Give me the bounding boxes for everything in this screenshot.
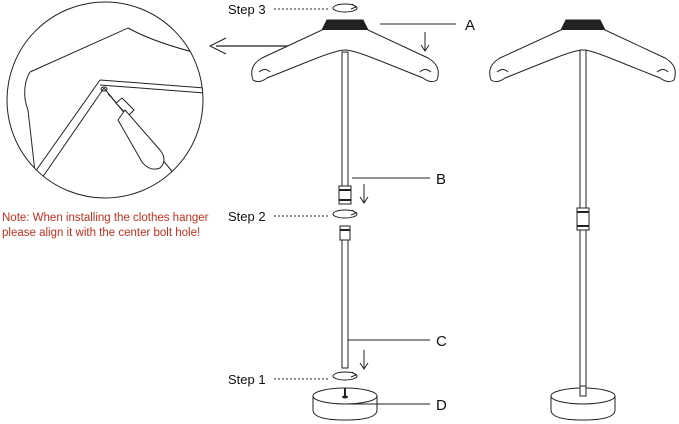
rotate-arrow-icon: [332, 3, 358, 13]
upper-pole: [341, 51, 349, 187]
hanger-part-a: [251, 19, 439, 83]
down-arrow-icon: [420, 32, 430, 52]
assembled-view: [489, 19, 676, 421]
step-1-label: Step 1: [228, 372, 266, 387]
step-2-label: Step 2: [228, 209, 266, 224]
lower-pole-c: [341, 239, 349, 369]
zoom-detail: [6, 1, 204, 199]
part-c-label: C: [436, 333, 447, 350]
down-arrow-icon: [359, 350, 369, 370]
part-a-label: A: [465, 17, 475, 34]
note-line-1: Note: When installing the clothes hanger: [2, 212, 209, 224]
down-arrow-icon: [359, 184, 369, 204]
step-3-label: Step 3: [228, 2, 266, 17]
part-b-label: B: [436, 171, 446, 188]
coupling-b: [338, 185, 352, 205]
exploded-view: [251, 3, 456, 421]
part-d-label: D: [436, 397, 447, 414]
note-line-2: please align it with the center bolt hol…: [2, 227, 200, 239]
